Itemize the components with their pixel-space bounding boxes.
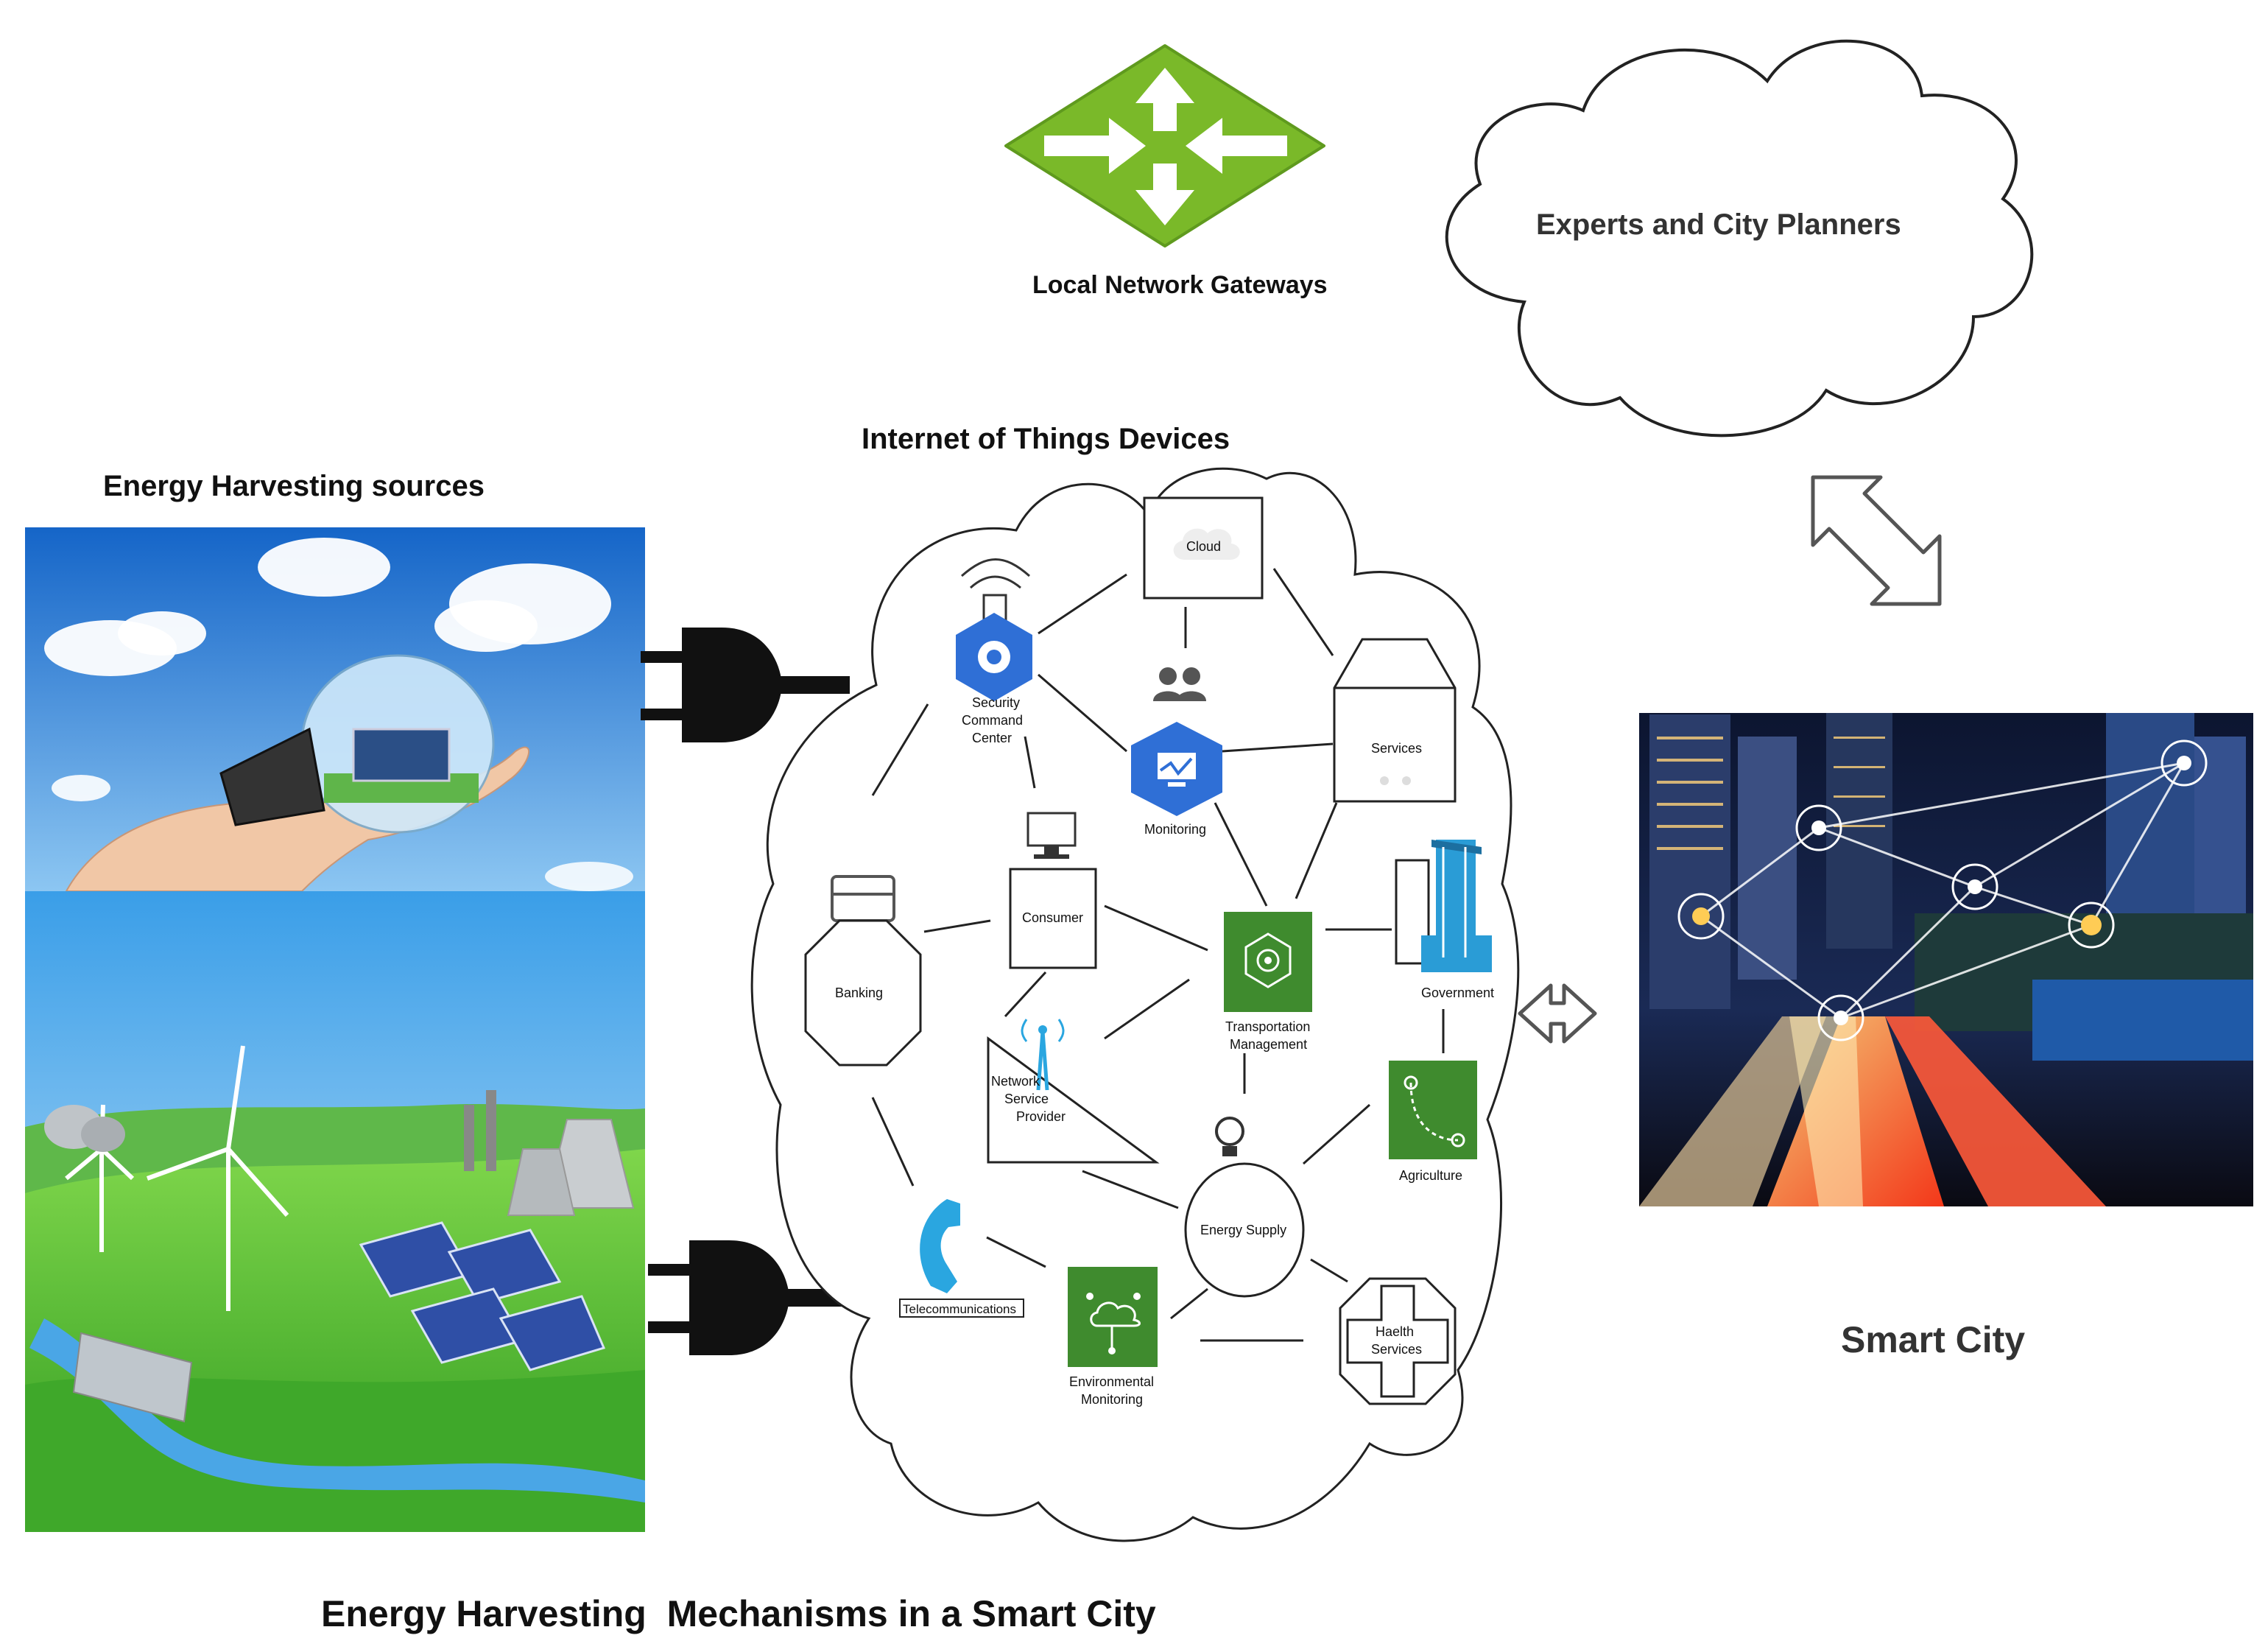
node-security-label-2: Command xyxy=(962,713,1023,728)
node-security-label-1: Security xyxy=(972,695,1020,710)
energy-sources-title: Energy Harvesting sources xyxy=(103,470,485,502)
iot-title: Internet of Things Devices xyxy=(862,423,1230,455)
node-consumer-label: Consumer xyxy=(1022,910,1083,925)
government-tower-icon xyxy=(1395,840,1492,972)
node-banking-label: Banking xyxy=(835,985,883,1000)
smart-city-label: Smart City xyxy=(1841,1319,2026,1360)
node-government-label: Government xyxy=(1421,985,1494,1000)
node-health-label-2: Services xyxy=(1371,1342,1422,1357)
health-services-cross-icon xyxy=(1339,1277,1457,1405)
figure-caption: Energy Harvesting Mechanisms in a Smart … xyxy=(321,1593,1156,1634)
banking-octagon-icon xyxy=(804,875,922,1067)
energy-bulb-image xyxy=(25,527,645,892)
node-nsp-label-3: Provider xyxy=(1016,1109,1066,1124)
energy-landscape-image xyxy=(25,891,645,1532)
experts-cloud-icon xyxy=(1445,39,2034,438)
energy-supply-bulb-icon xyxy=(1184,1117,1305,1298)
gateway-label: Local Network Gateways xyxy=(1032,271,1328,299)
network-provider-antenna-icon xyxy=(987,1019,1160,1164)
power-plug-top-icon xyxy=(641,628,850,742)
double-arrow-diagonal-icon xyxy=(1811,475,1942,606)
node-cloud-label: Cloud xyxy=(1186,539,1221,554)
iot-connection-lines xyxy=(871,568,1445,1342)
transportation-management-icon xyxy=(1224,912,1312,1012)
iot-node-cloud xyxy=(1143,496,1264,600)
power-plug-bottom-icon xyxy=(648,1240,872,1355)
environmental-monitoring-icon xyxy=(1068,1267,1158,1367)
services-bag-icon xyxy=(1333,638,1457,803)
security-command-center-icon xyxy=(956,558,1032,701)
node-nsp-label-2: Service xyxy=(1004,1092,1049,1106)
node-agriculture-label: Agriculture xyxy=(1399,1168,1462,1183)
consumer-monitor-icon xyxy=(1009,812,1097,969)
node-transport-label-1: Transportation xyxy=(1225,1019,1310,1034)
double-arrow-horizontal-icon xyxy=(1518,983,1597,1044)
node-energy-supply-label: Energy Supply xyxy=(1200,1223,1286,1237)
node-services-label: Services xyxy=(1371,741,1422,756)
node-env-label-1: Environmental xyxy=(1069,1374,1154,1389)
node-security-label-3: Center xyxy=(972,731,1012,745)
experts-label: Experts and City Planners xyxy=(1536,208,1901,241)
node-env-label-2: Monitoring xyxy=(1081,1392,1143,1407)
agriculture-icon xyxy=(1389,1061,1477,1159)
telecommunications-phone-icon xyxy=(899,1199,1024,1318)
node-transport-label-2: Management xyxy=(1230,1037,1307,1052)
smart-city-image xyxy=(1639,713,2253,1206)
gateway-arrows-icon xyxy=(1004,44,1325,247)
node-health-label-1: Haelth xyxy=(1376,1324,1414,1339)
monitoring-icon xyxy=(1131,667,1222,816)
node-nsp-label-1: Network xyxy=(991,1074,1040,1089)
node-monitoring-label: Monitoring xyxy=(1144,822,1206,837)
node-telecom-label: Telecommunications xyxy=(903,1302,1016,1316)
